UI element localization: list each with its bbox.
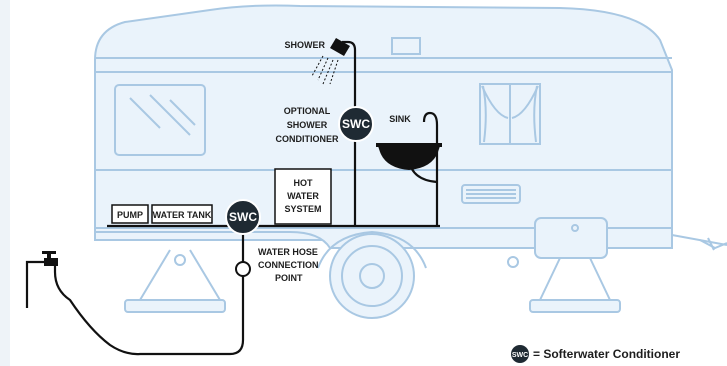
wheel (317, 230, 427, 319)
shower-head-icon (311, 38, 350, 85)
hot-water-label-1: HOT (294, 178, 314, 188)
water-tank-label: WATER TANK (153, 210, 212, 220)
hot-water-label-3: SYSTEM (284, 204, 321, 214)
hose-label-1: WATER HOSE (258, 247, 318, 257)
swc-badge-inlet: SWC (225, 199, 261, 235)
hose-label-3: POINT (275, 273, 303, 283)
svg-text:SWC: SWC (229, 210, 257, 224)
hose-connection-point (235, 261, 251, 277)
swc-badge-shower: SWC (338, 106, 374, 142)
tap-icon (42, 251, 58, 266)
pump-label: PUMP (117, 210, 143, 220)
sink-icon (376, 143, 442, 170)
roof-vent (391, 37, 421, 55)
svg-text:SWC: SWC (342, 117, 370, 131)
side-vent (461, 184, 521, 204)
optional-label-2: SHOWER (287, 120, 328, 130)
optional-label-3: CONDITIONER (276, 134, 340, 144)
legend-label: = Softerwater Conditioner (533, 347, 680, 361)
legend: SWC = Softerwater Conditioner (511, 345, 680, 363)
left-stabiliser (124, 249, 226, 313)
hot-water-box (274, 168, 332, 225)
hot-water-label-2: WATER (287, 191, 319, 201)
storage-hatch (534, 217, 608, 259)
sink-label: SINK (389, 114, 411, 124)
page-edge (0, 0, 10, 366)
legend-swc-icon (511, 345, 529, 363)
hose-label-2: CONNECTION (258, 260, 319, 270)
shower-label: SHOWER (285, 40, 326, 50)
water-tank-box (151, 204, 213, 224)
right-stabiliser (529, 257, 621, 313)
pump-box (111, 204, 149, 224)
left-window (114, 84, 206, 156)
optional-label-1: OPTIONAL (284, 106, 331, 116)
svg-text:SWC: SWC (512, 352, 528, 359)
plumbing (25, 40, 440, 356)
caravan-body (94, 4, 727, 268)
